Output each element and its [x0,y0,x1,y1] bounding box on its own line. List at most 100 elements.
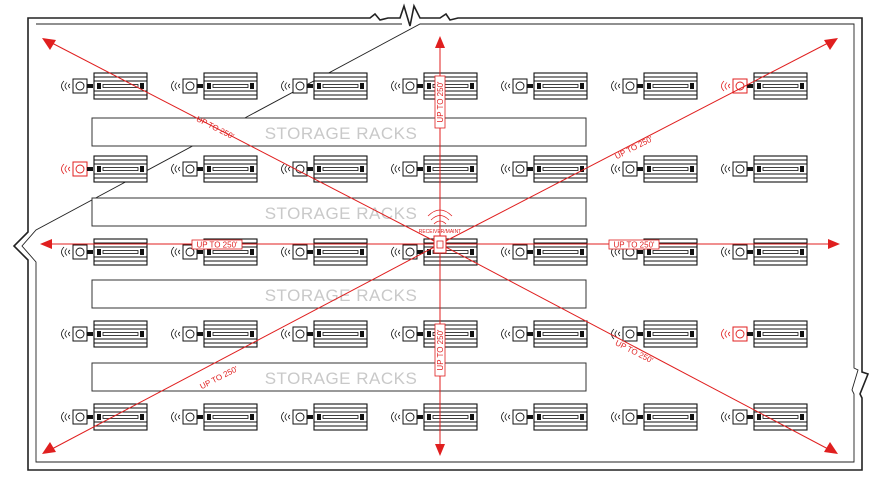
receiver-label: RECEIVER/MAINT [419,229,462,235]
light-fixtures [61,72,808,431]
sensor-wave-icon [501,328,511,340]
range-label-n: UP TO 250' [436,81,445,123]
sensor-wave-icon [281,163,291,175]
sensor-wave-icon [171,411,181,423]
sensor-wave-icon [171,163,181,175]
sensor-wave-icon [61,246,71,258]
building-walls [12,3,870,471]
fixture-r5-c6 [611,403,698,431]
fixture-r3-c7 [721,238,808,266]
sensor-wave-icon [391,163,401,175]
sensor-wave-icon [61,328,71,340]
fixture-r1-c7 [721,72,808,100]
range-label-w: UP TO 250' [196,241,238,250]
storage-rack-band-4 [91,362,587,392]
storage-rack-label-3: STORAGE RACKS [265,286,418,305]
sensor-wave-icon [501,411,511,423]
fixture-r1-c4 [391,72,478,100]
fixture-r1-c1 [61,72,148,100]
sensor-wave-icon [501,246,511,258]
range-line-nw [49,41,441,245]
arrowhead-nw [42,38,56,50]
fixture-r5-c1 [61,403,148,431]
fixture-r3-c1 [61,238,148,266]
fixture-r1-c5 [501,72,588,100]
range-label-box-w [191,239,243,250]
fixture-r2-c4 [391,155,478,183]
fixture-r4-c1 [61,320,148,348]
sensor-wave-icon [501,163,511,175]
storage-rack-band-2 [91,197,587,227]
fixture-r3-c5 [501,238,588,266]
range-line-ne [439,41,831,245]
range-line-sw [49,243,441,451]
arrowhead-n [435,36,445,48]
sensor-wave-icon [281,328,291,340]
fixture-r4-c7 [721,320,808,348]
storage-racks: STORAGE RACKS STORAGE RACKS STORAGE RACK… [91,117,587,392]
storage-rack-band-1 [91,117,587,147]
sensor-wave-icon [611,411,621,423]
storage-rack-label-1: STORAGE RACKS [265,124,418,143]
range-line-se [439,243,831,451]
sensor-wave-icon [611,80,621,92]
sensor-wave-icon [391,328,401,340]
receiver: RECEIVER/MAINT [419,209,462,254]
fixture-r4-c5 [501,320,588,348]
sensor-wave-icon [61,80,71,92]
arrowhead-se [824,442,838,454]
sensor-wave-icon [171,80,181,92]
sensor-wave-icon [61,163,71,175]
range-label-e: UP TO 250' [613,241,655,250]
fixture-r2-c6 [611,155,698,183]
fixture-r4-c4 [391,320,478,348]
fixture-r2-c2 [171,155,258,183]
fixture-r5-c3 [281,403,368,431]
arrowhead-w [40,239,52,249]
fixture-r1-c6 [611,72,698,100]
range-label-s: UP TO 250' [436,329,445,371]
fixture-r5-c7 [721,403,808,431]
fixture-r3-c4 [391,238,478,266]
receiver-wave-icon [427,209,453,217]
sensor-wave-icon [611,328,621,340]
arrowhead-ne [824,38,838,50]
sensor-wave-icon [61,411,71,423]
fixture-r5-c5 [501,403,588,431]
receiver-icon [433,235,447,254]
sensor-wave-icon [391,246,401,258]
range-label-box-s [434,323,446,377]
sensor-wave-icon [501,80,511,92]
arrowhead-e [828,239,840,249]
sensor-wave-icon [281,411,291,423]
arrowhead-s [435,444,445,456]
fixture-r4-c6 [611,320,698,348]
range-label-box-e [608,239,660,250]
fixture-r2-c1 [61,155,148,183]
fixture-r5-c4 [391,403,478,431]
sensor-wave-icon [281,80,291,92]
fixture-r2-c5 [501,155,588,183]
fixture-r4-c2 [171,320,258,348]
fixture-r2-c7 [721,155,808,183]
sensor-wave-icon [721,246,731,258]
sensor-wave-icon [391,80,401,92]
storage-rack-band-3 [91,279,587,309]
sensor-wave-icon [721,328,731,340]
sensor-wave-icon [391,411,401,423]
sensor-wave-icon [171,246,181,258]
sensor-wave-icon [611,163,621,175]
sensor-wave-icon [171,328,181,340]
fixture-r2-c3 [281,155,368,183]
sensor-wave-icon [721,80,731,92]
fixture-r4-c3 [281,320,368,348]
sensor-wave-icon [721,411,731,423]
fixture-r1-c2 [171,72,258,100]
storage-rack-label-4: STORAGE RACKS [265,369,418,388]
storage-rack-label-2: STORAGE RACKS [265,204,418,223]
fixture-r1-c3 [281,72,368,100]
fixture-r3-c3 [281,238,368,266]
sensor-wave-icon [281,246,291,258]
